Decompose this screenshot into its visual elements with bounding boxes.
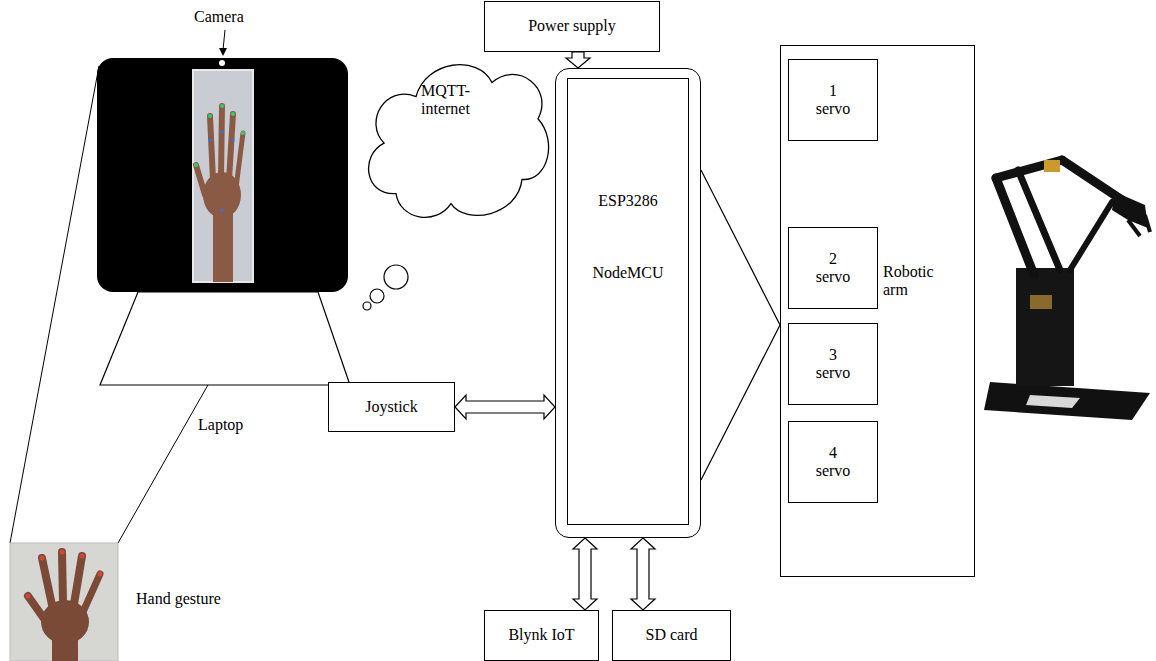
servo-box: 4 servo [788,421,878,503]
box-text: Joystick [365,398,417,416]
robotic-arm-box: Robotic arm 1 servo 2 servo 3 servo 4 servo [780,45,975,577]
cloud-path [369,65,549,218]
box-text: Power supply [528,17,616,35]
screen-image [193,70,253,282]
box-text: 3 servo [816,346,851,383]
board-inner-frame [567,78,689,525]
input-box: Joystick [328,382,455,432]
leader-line [223,30,225,50]
hand-in-photo [28,552,100,661]
hollow-arrow [566,52,590,68]
camera-lens [219,60,225,66]
controller-board: ESP3286NodeMCU [555,68,701,538]
servo-box: 1 servo [788,59,878,141]
process-box: Power supply [484,1,660,52]
hand-photo [10,543,118,661]
robot-arm-picture [984,160,1150,420]
hollow-arrow [573,538,597,610]
network-cloud: MQTT- internet [356,42,556,234]
thought-bubble [384,265,408,289]
thought-bubble [363,302,371,310]
callout-label: Camera [192,8,246,26]
bus-arrow [701,170,780,480]
cloud-outline [356,42,556,234]
service-box: Blynk IoT [484,610,599,661]
servo-box: 2 servo [788,227,878,309]
group-title: Robotic arm [883,263,934,300]
projection-line [10,66,99,543]
fingertip-dots [26,550,103,599]
cloud-text: MQTT- internet [421,82,470,119]
leader-arrowhead [219,48,227,56]
hollow-arrow [631,538,655,610]
landmark-dots [194,104,245,212]
laptop-base [100,292,350,385]
part-label: Laptop [196,416,245,434]
storage-box: SD card [612,610,731,661]
box-text: 1 servo [816,82,851,119]
laptop-screen [97,58,348,292]
board-text: ESP3286 [556,192,700,210]
servo-box: 3 servo [788,323,878,405]
hollow-arrow [455,395,555,419]
board-text: NodeMCU [556,264,700,282]
box-text: 4 servo [816,444,851,481]
thought-bubble [370,289,384,303]
part-label: Hand gesture [134,590,223,608]
box-text: SD card [646,626,698,644]
hand-on-screen [196,106,243,282]
box-text: 2 servo [816,250,851,287]
box-text: Blynk IoT [508,626,574,644]
